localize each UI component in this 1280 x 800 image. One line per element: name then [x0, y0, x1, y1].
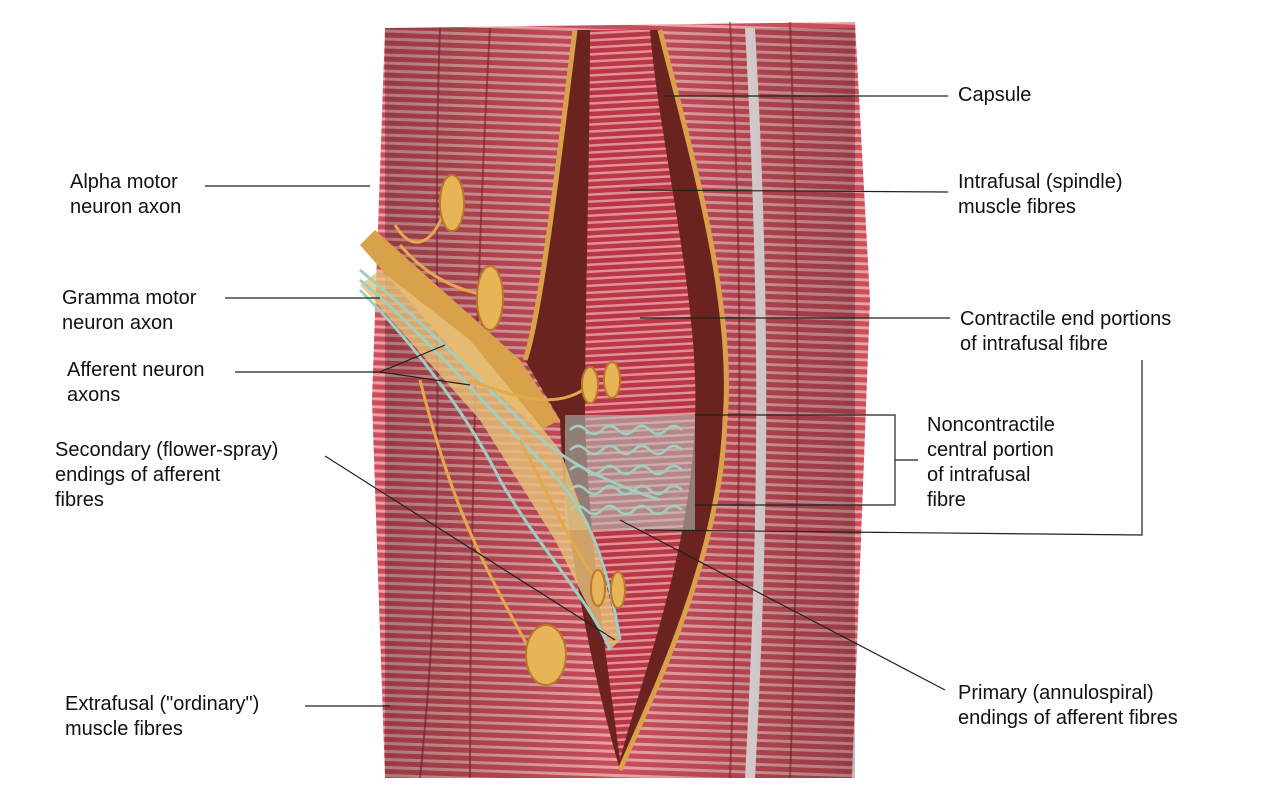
label-intrafusal-fibres: Intrafusal (spindle) muscle fibres [958, 171, 1123, 218]
label-capsule: Capsule [958, 84, 1032, 106]
leader-lines [205, 95, 1143, 707]
label-gamma-motor-axon: Gramma motor neuron axon [62, 287, 197, 334]
label-extrafusal-fibres: Extrafusal ("ordinary") muscle fibres [65, 693, 260, 740]
label-contractile-end: Contractile end portions of intrafusal f… [960, 308, 1172, 355]
label-afferent-axons: Afferent neuron axons [67, 359, 205, 406]
label-noncontractile-portion: Noncontractile central portion of intraf… [927, 414, 1055, 511]
nerve-bundle [358, 174, 661, 686]
label-secondary-endings: Secondary (flower-spray) endings of affe… [55, 439, 279, 511]
label-primary-endings: Primary (annulospiral) endings of affere… [958, 682, 1178, 729]
label-alpha-motor-axon: Alpha motor neuron axon [70, 171, 182, 218]
